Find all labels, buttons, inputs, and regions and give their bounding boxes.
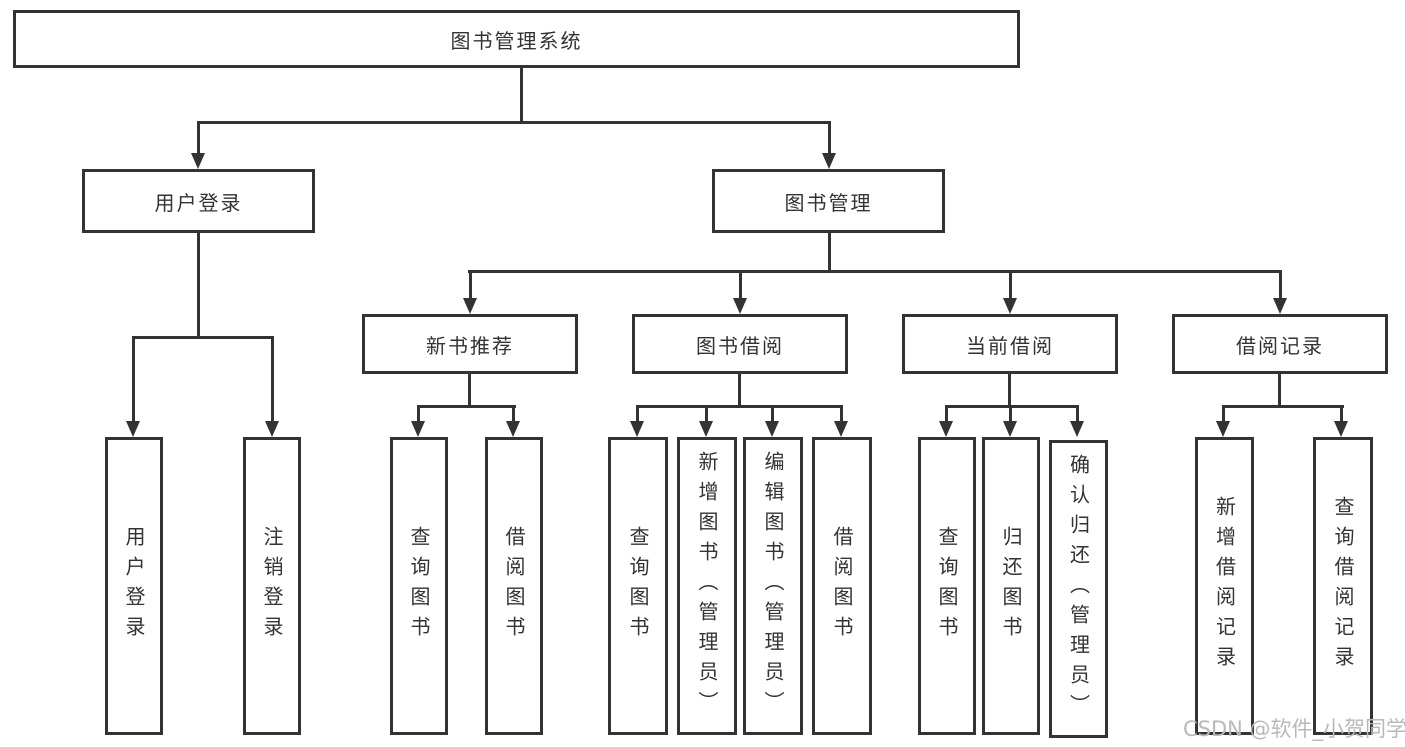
connector-line [1009, 405, 1012, 421]
leaf-confirm-return-admin: 确认归还（管理员） [1049, 440, 1108, 738]
node-book-borrowing: 图书借阅 [632, 314, 848, 374]
leaf-label: 新增借阅记录 [1212, 496, 1237, 676]
arrow-down-icon [1003, 421, 1017, 437]
leaf-label: 归还图书 [999, 526, 1023, 646]
arrow-down-icon [939, 421, 953, 437]
connector-line [271, 336, 274, 421]
leaf-label: 查询图书 [407, 526, 431, 646]
connector-line [1222, 405, 1344, 408]
connector-line [771, 405, 774, 421]
connector-line [739, 270, 742, 298]
connector-line [1340, 405, 1343, 421]
leaf-query-books-current: 查询图书 [918, 437, 976, 735]
leaf-edit-book-admin: 编辑图书（管理员） [743, 437, 803, 735]
arrow-down-icon [126, 421, 140, 437]
arrow-down-icon [411, 421, 425, 437]
connector-line [636, 405, 639, 421]
connector-line [705, 405, 708, 421]
arrow-down-icon [699, 421, 713, 437]
connector-line [197, 121, 200, 153]
connector-line [468, 270, 1282, 273]
arrow-down-icon [733, 298, 747, 314]
leaf-query-books-recommend: 查询图书 [390, 437, 448, 735]
node-library-management-system: 图书管理系统 [13, 10, 1020, 68]
node-user-login: 用户登录 [82, 169, 315, 233]
node-label: 图书管理 [784, 190, 873, 215]
connector-line [1278, 374, 1281, 405]
connector-line [417, 405, 420, 421]
arrow-down-icon [265, 421, 279, 437]
leaf-add-book-admin: 新增图书（管理员） [677, 437, 737, 735]
leaf-query-books-borrowing: 查询图书 [608, 437, 668, 735]
arrow-down-icon [1216, 421, 1230, 437]
connector-line [469, 270, 472, 298]
leaf-label: 新增图书（管理员） [695, 451, 719, 721]
node-label: 借阅记录 [1236, 333, 1324, 358]
connector-line [132, 336, 274, 339]
leaf-label: 借阅图书 [502, 526, 526, 646]
connector-line [828, 233, 831, 270]
arrow-down-icon [1334, 421, 1348, 437]
leaf-label: 用户登录 [122, 526, 146, 646]
connector-line [197, 233, 200, 336]
connector-line [945, 405, 948, 421]
connector-line [840, 405, 843, 421]
node-label: 图书管理系统 [450, 28, 583, 53]
leaf-borrow-books-borrowing: 借阅图书 [812, 437, 872, 735]
leaf-logout: 注销登录 [243, 437, 301, 735]
connector-line [738, 374, 741, 405]
arrow-down-icon [191, 153, 205, 169]
connector-line [197, 121, 831, 124]
connector-line [520, 68, 523, 121]
arrow-down-icon [1070, 421, 1084, 437]
arrow-down-icon [1003, 298, 1017, 314]
arrow-down-icon [463, 298, 477, 314]
arrow-down-icon [822, 153, 836, 169]
node-current-borrowing: 当前借阅 [902, 314, 1118, 374]
connector-line [1009, 270, 1012, 298]
node-borrowing-records: 借阅记录 [1172, 314, 1388, 374]
leaf-label: 编辑图书（管理员） [761, 451, 785, 721]
leaf-return-books: 归还图书 [982, 437, 1040, 735]
leaf-borrow-books-recommend: 借阅图书 [485, 437, 543, 735]
connector-line [828, 121, 831, 153]
arrow-down-icon [1273, 298, 1287, 314]
connector-line [1279, 270, 1282, 298]
leaf-label: 确认归还（管理员） [1066, 454, 1091, 724]
node-label: 图书借阅 [696, 333, 784, 358]
arrow-down-icon [765, 421, 779, 437]
connector-line [1008, 374, 1011, 405]
node-new-book-recommendation: 新书推荐 [362, 314, 578, 374]
connector-line [417, 405, 516, 408]
arrow-down-icon [506, 421, 520, 437]
node-label: 新书推荐 [426, 333, 514, 358]
csdn-watermark: CSDN @软件_小贺同学 [1183, 717, 1405, 741]
connector-line [1076, 405, 1079, 421]
leaf-query-borrow-record: 查询借阅记录 [1313, 437, 1373, 735]
connector-line [1222, 405, 1225, 421]
arrow-down-icon [630, 421, 644, 437]
node-label: 用户登录 [154, 190, 243, 215]
connector-line [132, 336, 135, 421]
leaf-label: 查询借阅记录 [1331, 496, 1355, 676]
leaf-label: 查询图书 [935, 526, 959, 646]
leaf-user-login: 用户登录 [105, 437, 163, 735]
connector-line [945, 405, 1079, 408]
arrow-down-icon [834, 421, 848, 437]
leaf-label: 查询图书 [626, 526, 650, 646]
connector-line [636, 405, 843, 408]
leaf-add-borrow-record: 新增借阅记录 [1195, 437, 1254, 735]
connector-line [512, 405, 515, 421]
node-label: 当前借阅 [966, 333, 1054, 358]
connector-line [468, 374, 471, 405]
leaf-label: 借阅图书 [830, 526, 854, 646]
leaf-label: 注销登录 [260, 526, 284, 646]
node-book-management: 图书管理 [712, 169, 945, 233]
